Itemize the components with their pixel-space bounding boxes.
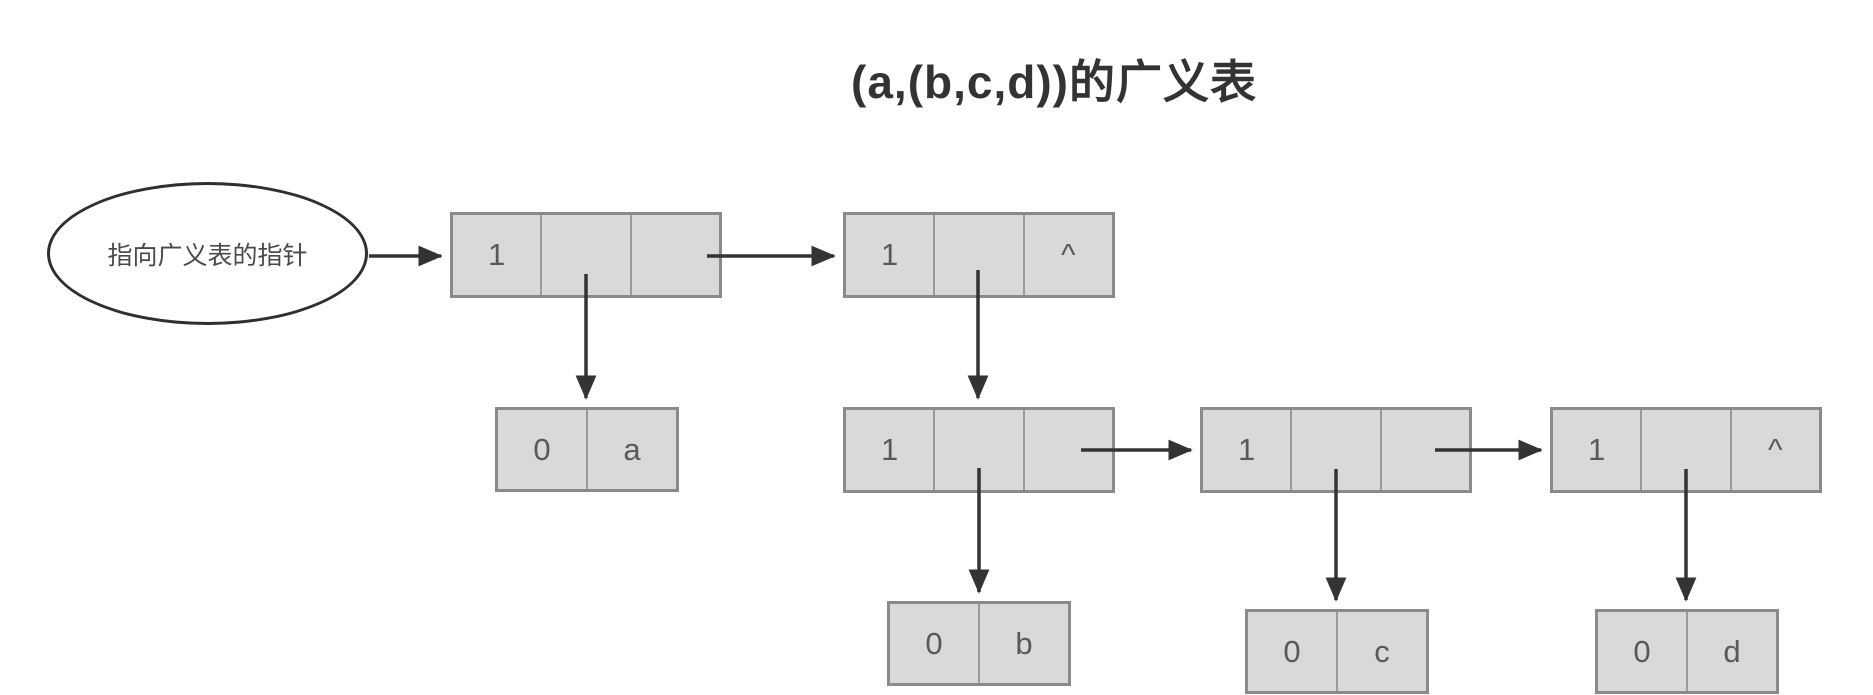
node-sub3-tp-cell: ^ — [1729, 410, 1819, 490]
node-atom-b: 0 b — [887, 601, 1071, 686]
node-sub1-tag-cell: 1 — [881, 432, 899, 467]
node-sub3-tag-cell: 1 — [1588, 432, 1606, 467]
node-sub1-hp-cell — [933, 410, 1022, 490]
diagram-title: (a,(b,c,d))的广义表 — [851, 56, 1257, 108]
node-tail-hp-cell — [933, 215, 1022, 295]
node-atom-a-tag-cell: 0 — [533, 431, 551, 467]
node-atom-b-value-cell: b — [978, 604, 1068, 683]
node-sub2-hp-cell — [1290, 410, 1379, 490]
node-atom-d-value-cell: d — [1686, 612, 1776, 691]
node-sub3-hp-cell — [1640, 410, 1729, 490]
node-sub1: 1 — [843, 407, 1115, 493]
node-sub3: 1 ^ — [1550, 407, 1822, 493]
node-atom-c-tag-cell: 0 — [1283, 633, 1301, 669]
node-head-tp-cell — [629, 215, 719, 295]
node-sub2-tp-cell — [1379, 410, 1469, 490]
node-head: 1 — [450, 212, 722, 298]
pointer-ellipse-label: 指向广义表的指针 — [107, 241, 308, 270]
node-atom-a: 0 a — [495, 407, 679, 492]
node-sub1-tp-cell — [1022, 410, 1112, 490]
pointer-ellipse: 指向广义表的指针 — [47, 182, 368, 325]
node-atom-d-tag-cell: 0 — [1633, 633, 1651, 669]
node-head-hp-cell — [540, 215, 629, 295]
node-sub2: 1 — [1200, 407, 1472, 493]
node-head-tag-cell: 1 — [488, 237, 506, 272]
node-sub2-tag-cell: 1 — [1238, 432, 1256, 467]
node-atom-b-tag-cell: 0 — [925, 625, 943, 661]
node-atom-a-value-cell: a — [586, 410, 676, 489]
node-tail-tp-cell: ^ — [1022, 215, 1112, 295]
node-tail: 1 ^ — [843, 212, 1115, 298]
node-atom-d: 0 d — [1595, 609, 1779, 694]
node-atom-c: 0 c — [1245, 609, 1429, 694]
node-atom-c-value-cell: c — [1336, 612, 1426, 691]
node-tail-tag-cell: 1 — [881, 237, 899, 272]
